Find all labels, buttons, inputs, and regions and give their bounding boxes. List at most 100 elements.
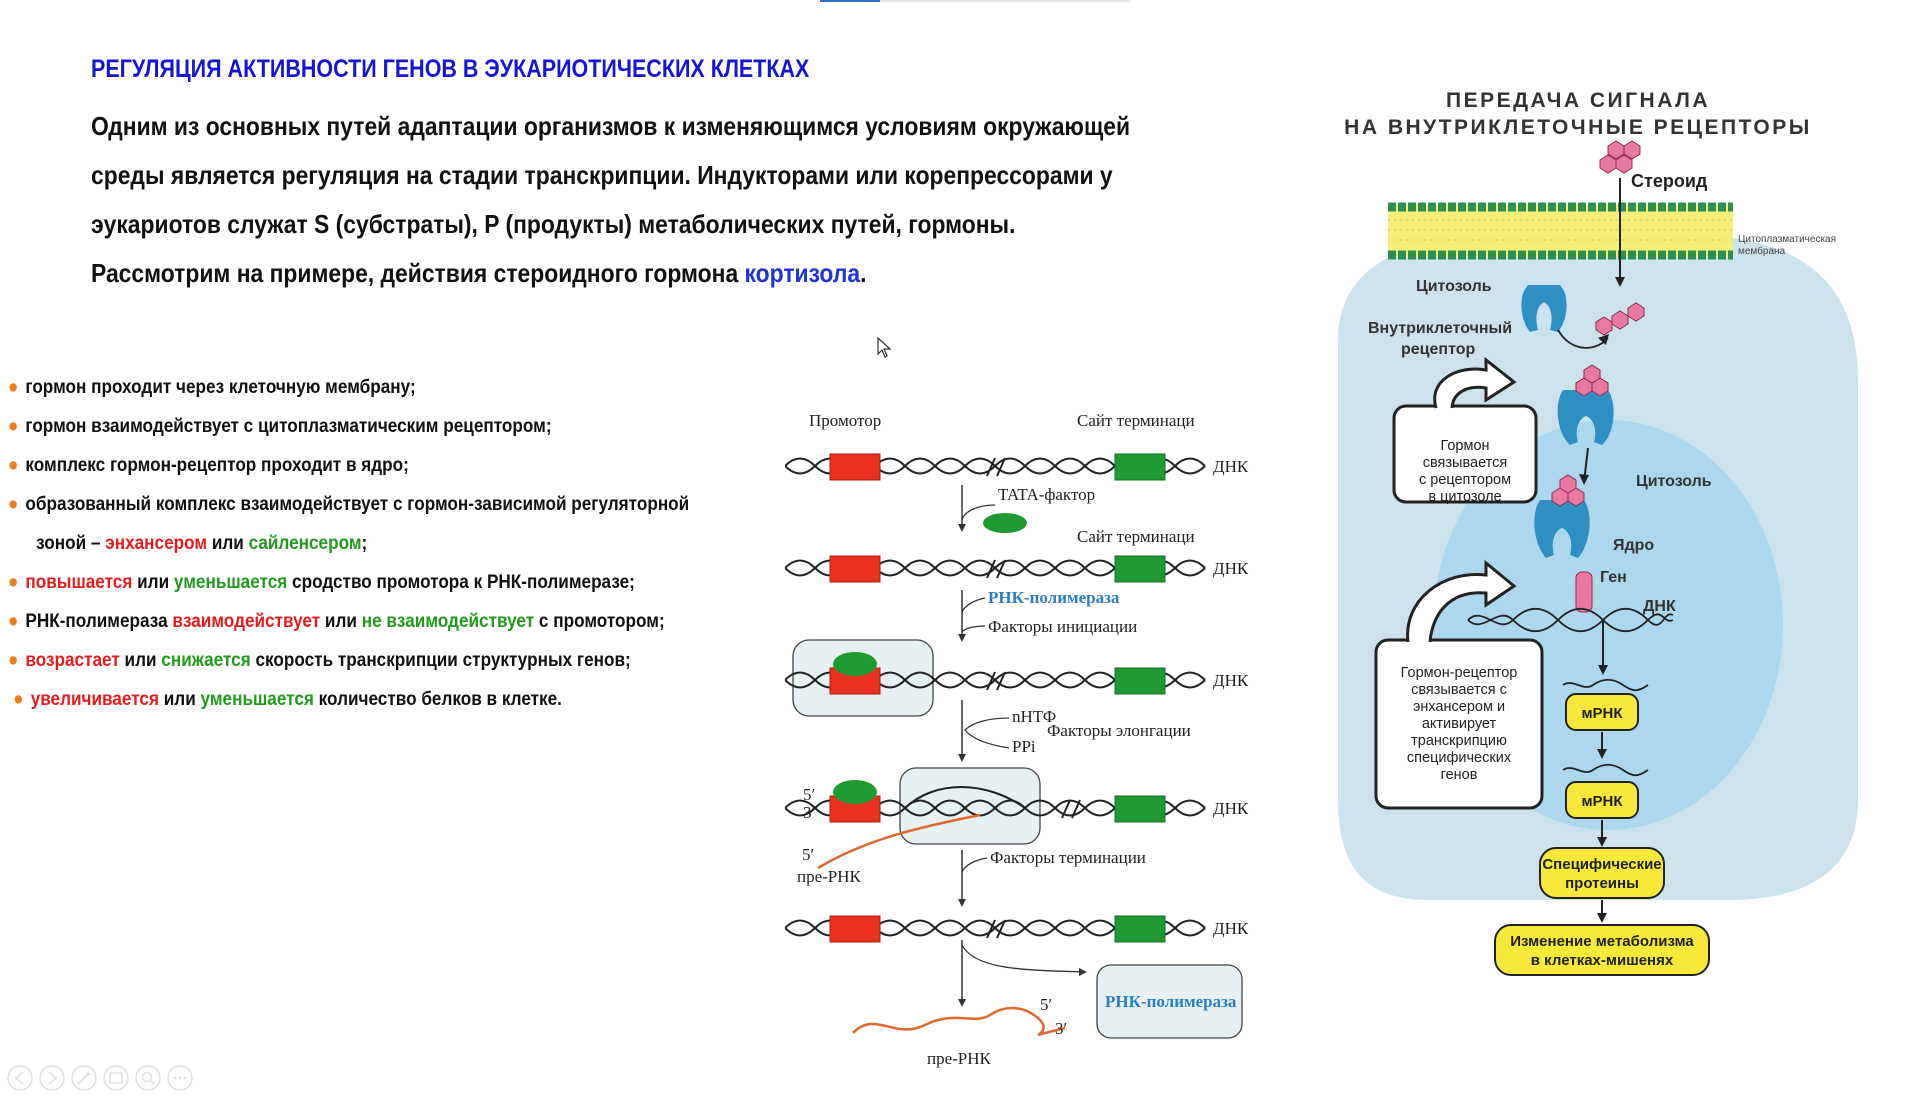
arrow [962, 858, 987, 872]
list-item: ● образованный комплекс взаимодействует с… [8, 485, 689, 524]
red-text: взаимодействует [172, 610, 320, 632]
intro-line: Одним из основных путей адаптации органи… [91, 102, 1085, 151]
callout-text: энхансером и [1413, 699, 1505, 715]
metabolism-label: Изменение метаболизма [1510, 933, 1694, 950]
more-options-icon[interactable] [168, 1066, 192, 1090]
termination-box [1115, 668, 1165, 694]
callout-text: в цитозоле [1428, 489, 1501, 505]
tata-factor-shape [833, 652, 877, 676]
list-item-text: или [320, 610, 362, 632]
nucleus-label: Ядро [1613, 537, 1654, 554]
termination-site-label: Сайт терминаци [1077, 527, 1195, 546]
bullet-dot-icon: ● [8, 493, 18, 515]
gene-label: Ген [1600, 569, 1627, 586]
list-item-text: РНК-полимераза [25, 610, 172, 632]
termination-factors-label: Факторы терминации [990, 848, 1146, 867]
dna-label: ДНК [1213, 919, 1249, 938]
dna-label: ДНК [1213, 671, 1249, 690]
slides-icon[interactable] [104, 1066, 128, 1090]
bullet-list: ● гормон проходит через клеточную мембран… [8, 368, 689, 719]
list-item-text: с промотором; [534, 610, 665, 632]
list-item-text: зоной – [36, 532, 105, 554]
list-item-text: или [207, 532, 249, 554]
list-item-text: образованный комплекс взаимодействует с … [25, 493, 689, 515]
list-item: ●комплекс гормон-рецептор проходит в ядр… [8, 446, 689, 485]
list-item: ●увеличивается или уменьшается количеств… [8, 680, 689, 719]
bullet-dot-icon: ● [8, 454, 18, 476]
list-item: зоной – энхансером или сайленсером; [8, 524, 689, 563]
red-text: повышается [25, 571, 132, 593]
list-item-text: ; [362, 532, 368, 554]
membrane-label: Цитоплазматическая [1738, 234, 1836, 245]
previous-slide-icon[interactable] [8, 1066, 32, 1090]
bullet-dot-icon: ● [8, 415, 18, 437]
arrow-head [958, 754, 966, 762]
promoter-box [830, 916, 880, 942]
five-prime-label: 5′ [803, 785, 815, 804]
intro-line: Рассмотрим на примере, действия стероидн… [91, 249, 1085, 298]
termination-box [1115, 796, 1165, 822]
intro-text: . [860, 258, 866, 288]
callout-text: транскрипцию [1411, 733, 1507, 749]
termination-box [1115, 454, 1165, 480]
bullet-dot-icon: ● [8, 610, 18, 632]
green-text: не взаимодействует [362, 610, 534, 632]
callout-text: связывается [1423, 455, 1507, 471]
arrow [962, 626, 985, 632]
tata-factor-shape [833, 780, 877, 804]
initiation-factors-label: Факторы инициации [988, 617, 1137, 636]
termination-box [1115, 556, 1165, 582]
bullet-dot-icon: ● [13, 688, 23, 710]
list-item-text: или [159, 688, 201, 710]
callout-text: специфических [1407, 750, 1512, 766]
proteins-label: протеины [1565, 875, 1639, 892]
steroid-label: Стероид [1631, 171, 1708, 191]
receptor-label: Внутриклеточный [1368, 320, 1512, 337]
cortisol-highlight: кортизола [745, 258, 861, 288]
callout-text: связывается с [1411, 682, 1507, 698]
rna-polymerase-label: РНК-полимераза [988, 588, 1120, 607]
intro-paragraph: Одним из основных путей адаптации органи… [91, 102, 1085, 298]
dna-label: ДНК [1213, 457, 1249, 476]
callout-text: активирует [1422, 716, 1497, 732]
dna-label: ДНК [1213, 799, 1249, 818]
slide-title: РЕГУЛЯЦИЯ АКТИВНОСТИ ГЕНОВ В ЭУКАРИОТИЧЕ… [91, 55, 809, 84]
arrow [962, 945, 1085, 972]
arrow-head [958, 634, 966, 642]
proteins-label: Специфические [1542, 856, 1661, 873]
list-item-text: количество белков в клетке. [314, 688, 562, 710]
bullet-dot-icon: ● [8, 376, 18, 398]
enhancer-text: энхансером [105, 532, 207, 554]
slideshow-toolbar [6, 1064, 236, 1097]
pre-rna-strand [853, 1008, 1065, 1035]
mrna-label: мРНК [1581, 793, 1623, 810]
mrna-label: мРНК [1581, 705, 1623, 722]
ppi-label: PPi [1012, 737, 1036, 756]
green-text: уменьшается [201, 688, 314, 710]
intro-text: Рассмотрим на примере, действия стероидн… [91, 258, 745, 288]
intro-line: среды является регуляция на стадии транс… [91, 151, 1085, 200]
list-item: ●повышается или уменьшается сродство про… [8, 563, 689, 602]
bullet-dot-icon: ● [8, 649, 18, 671]
mouse-pointer-icon [877, 337, 893, 359]
five-prime-label: 5′ [1040, 995, 1052, 1014]
list-item-text: гормон проходит через клеточную мембрану… [25, 376, 415, 398]
pen-icon[interactable] [72, 1066, 96, 1090]
cytosol-label: Цитозоль [1636, 473, 1712, 490]
transcription-diagram: Промотор Сайт терминаци ДНК TATA-фактор … [785, 400, 1285, 1075]
signal-title: НА ВНУТРИКЛЕТОЧНЫЕ РЕЦЕПТОРЫ [1344, 116, 1812, 139]
termination-box [1115, 916, 1165, 942]
next-slide-icon[interactable] [40, 1066, 64, 1090]
pre-rna-label: пре-РНК [927, 1049, 992, 1068]
list-item-text: сродство промотора к РНК-полимеразе; [287, 571, 635, 593]
list-item: ● гормон проходит через клеточную мембран… [8, 368, 689, 407]
arrow-head [1597, 913, 1607, 923]
green-text: снижается [161, 649, 250, 671]
callout-text: Гормон-рецептор [1401, 665, 1518, 681]
metabolism-label: в клетках-мишенях [1531, 952, 1674, 969]
tata-label: TATA-фактор [998, 485, 1095, 504]
elongation-bubble [900, 768, 1040, 844]
zoom-icon[interactable] [136, 1066, 160, 1090]
green-text: уменьшается [174, 571, 287, 593]
gene-shape [1576, 572, 1592, 612]
